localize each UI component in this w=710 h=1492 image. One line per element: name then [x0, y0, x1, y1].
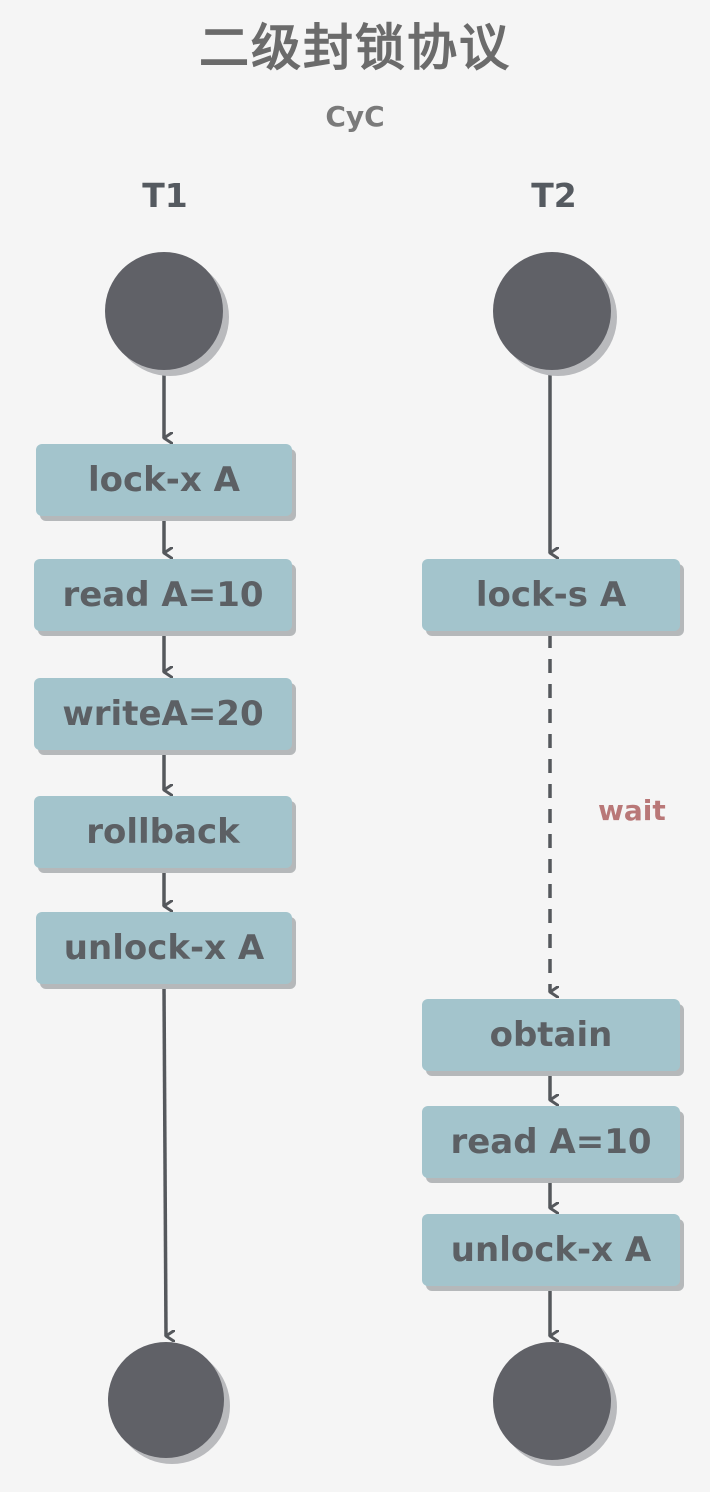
wait-label: wait	[598, 794, 666, 827]
t1-step-rollback: rollback	[34, 796, 292, 868]
t1-step-unlock-x: unlock-x A	[36, 912, 292, 984]
lane-label-t1: T1	[142, 176, 188, 215]
t2-end-node	[493, 1342, 611, 1460]
t2-step-unlock-x: unlock-x A	[422, 1214, 680, 1286]
t2-start-node	[493, 252, 611, 370]
lane-label-t2: T2	[531, 176, 577, 215]
t1-end-node	[108, 1342, 224, 1458]
t2-step-read: read A=10	[422, 1106, 680, 1178]
t2-step-lock-s: lock-s A	[422, 559, 680, 631]
edge-t1-unlock-to-end	[162, 985, 166, 1336]
t1-step-lock-x: lock-x A	[36, 444, 292, 516]
t1-step-write: writeA=20	[34, 678, 292, 750]
t2-step-obtain: obtain	[422, 999, 680, 1071]
t1-start-node	[105, 252, 223, 370]
diagram-title: 二级封锁协议	[199, 19, 511, 77]
t1-step-read: read A=10	[34, 559, 292, 631]
diagram-author: CyC	[325, 100, 385, 133]
